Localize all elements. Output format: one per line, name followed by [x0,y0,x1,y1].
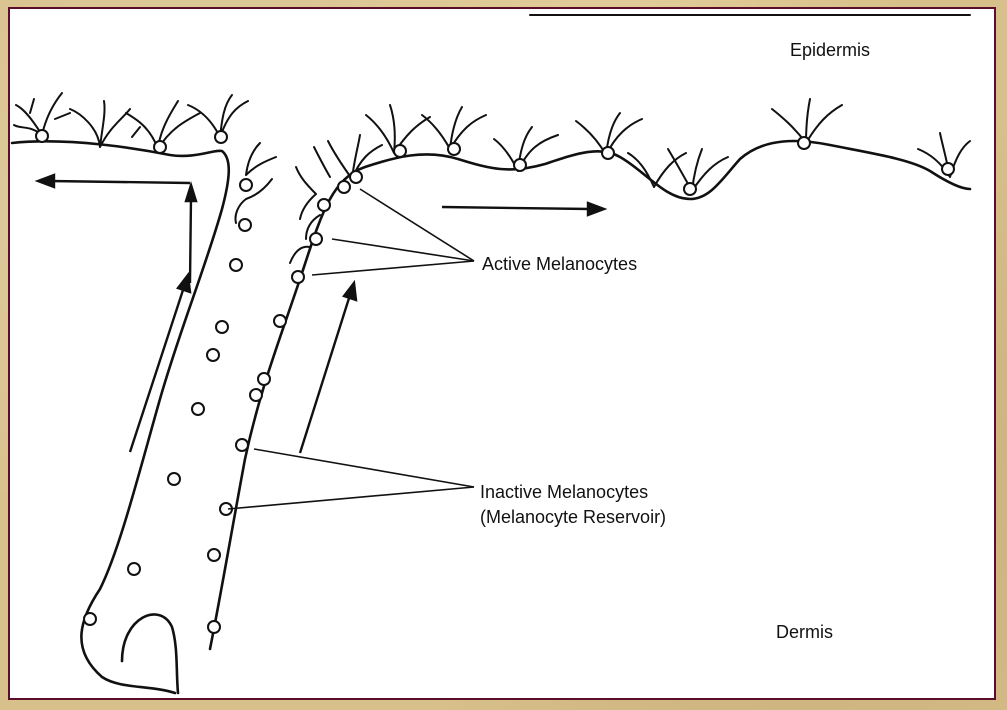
active-melanocytes-label: Active Melanocytes [482,253,637,275]
skin-surface-left [12,141,229,693]
hair-follicle-diagram [10,9,994,698]
inactive-melanocytes-label: Inactive Melanocytes [480,481,648,503]
pointer-inactive-2 [228,487,474,509]
pointer-active-3 [312,261,474,275]
arrow-up-left-2 [190,197,191,283]
diagram-frame: Epidermis Active Melanocytes Inactive Me… [8,7,996,700]
arrow-up-left-1 [130,287,184,452]
epidermis-label: Epidermis [790,39,870,61]
arrow-up-right [300,295,350,453]
follicle-bulb [122,614,178,693]
melanocyte-reservoir-label: (Melanocyte Reservoir) [480,506,666,528]
pointer-active-2 [332,239,474,261]
skin-surface-right [210,141,970,649]
dermis-label: Dermis [776,621,833,643]
pointer-inactive-1 [254,449,474,487]
arrow-left [50,181,190,183]
arrow-right [442,207,590,209]
pointer-active-1 [360,189,474,261]
